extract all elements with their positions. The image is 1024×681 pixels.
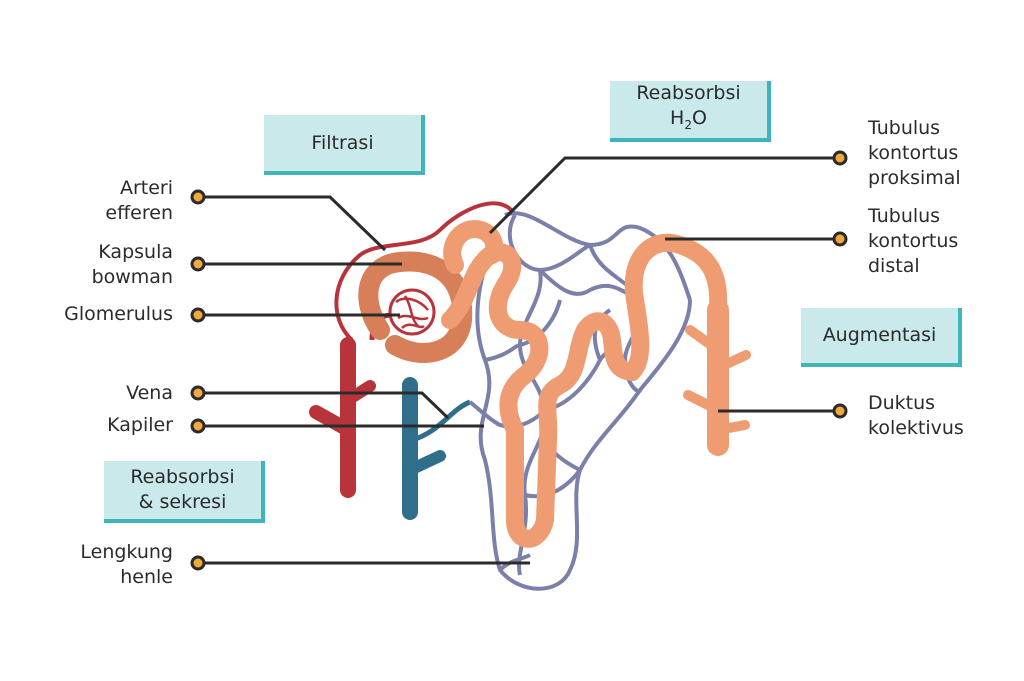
pin-lengkung-henle [190, 555, 206, 571]
label-kapiler: Kapiler [107, 414, 173, 436]
label-tubulus-distal: Tubulus kontortus distal [868, 205, 959, 277]
pin-arteri-efferen [190, 189, 206, 205]
pin-glomerulus [190, 307, 206, 323]
proximal-tubule [441, 243, 641, 548]
pin-markers [190, 150, 848, 571]
label-glomerulus: Glomerulus [64, 303, 173, 325]
box-augmentasi: Augmentasi [801, 308, 962, 367]
label-duktus-kolektivus: Duktus kolektivus [868, 392, 964, 439]
leader-vena [198, 391, 450, 420]
label-vena: Vena [126, 382, 173, 404]
label-kapsula-bowman: Kapsula bowman [91, 241, 173, 288]
box-reabsorbsi-h2o-line1: Reabsorbsi [636, 82, 741, 105]
leader-lines [198, 156, 840, 565]
box-reabsorbsi-sekresi-line2: & sekresi [138, 491, 227, 513]
leader-arteri-efferen [198, 195, 387, 252]
leader-tubulus-proksimal [488, 156, 840, 235]
pin-kapsula-bowman [190, 256, 206, 272]
efferent-arteriole [334, 201, 517, 342]
label-lengkung-henle: Lengkung henle [80, 541, 173, 588]
box-filtrasi-text: Filtrasi [311, 131, 374, 154]
box-filtrasi: Filtrasi [264, 115, 425, 175]
pin-tubulus-distal [832, 231, 848, 247]
box-reabsorbsi-sekresi-line1: Reabsorbsi [130, 466, 235, 488]
collecting-duct [683, 299, 751, 456]
bowman-capsule [358, 251, 473, 363]
distal-tubule [623, 233, 728, 381]
pin-tubulus-proksimal [832, 150, 848, 166]
label-arteri-efferen: Arteri efferen [105, 177, 173, 224]
pin-duktus-kolektivus [832, 403, 848, 419]
pin-kapiler [190, 418, 206, 434]
artery-vessel [309, 312, 393, 498]
vein-vessel [402, 377, 472, 520]
label-tubulus-proksimal: Tubulus kontortus proksimal [868, 117, 961, 189]
box-reabsorbsi-h2o: Reabsorbsi H2O [610, 81, 771, 142]
box-reabsorbsi-sekresi: Reabsorbsi & sekresi [104, 461, 265, 523]
box-augmentasi-text: Augmentasi [822, 324, 937, 346]
box-reabsorbsi-h2o-line2: H2O [670, 107, 707, 132]
pin-vena [190, 385, 206, 401]
